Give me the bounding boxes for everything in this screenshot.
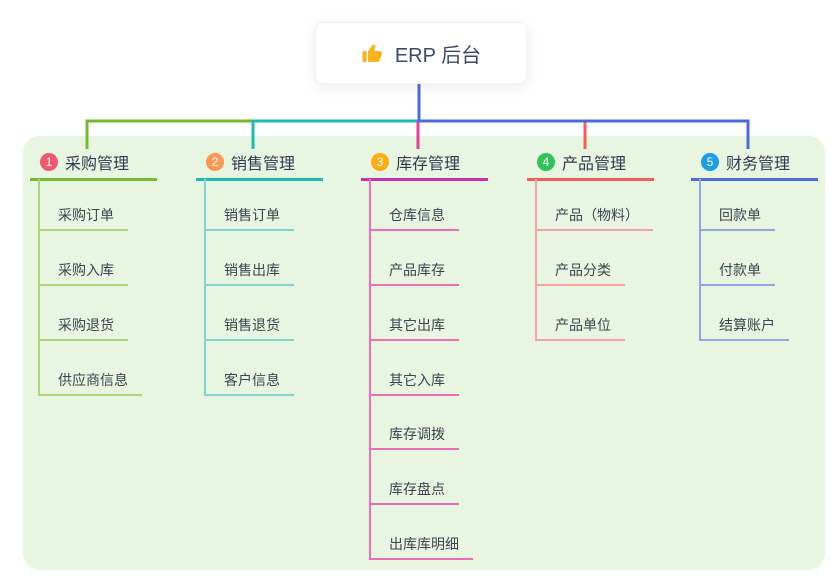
branch-badge-3: 3 [371,153,389,171]
branch-header-finance[interactable]: 5 财务管理 [691,149,818,181]
branch-trunk-line [38,179,40,394]
branch-label: 销售管理 [231,156,296,173]
root-title: ERP 后台 [394,44,482,67]
branch-label: 财务管理 [726,156,791,173]
child-node-product-category[interactable]: 产品分类 [535,259,625,286]
child-node-stock-count[interactable]: 库存盘点 [369,478,459,505]
child-node-sales-return[interactable]: 销售退货 [204,314,294,341]
child-node-payment-bill[interactable]: 付款单 [699,259,775,286]
branch-badge-4: 4 [537,153,555,171]
branch-label: 库存管理 [396,156,461,173]
child-node-settlement-account[interactable]: 结算账户 [699,314,789,341]
child-node-purchase-order[interactable]: 采购订单 [38,204,128,231]
child-node-purchase-inbound[interactable]: 采购入库 [38,259,128,286]
mindmap-panel [23,136,825,570]
root-node[interactable]: ERP 后台 [315,22,527,84]
branch-header-purchase[interactable]: 1 采购管理 [30,149,157,181]
child-node-product-stock[interactable]: 产品库存 [369,259,459,286]
branch-header-sales[interactable]: 2 销售管理 [196,149,323,181]
child-node-customer-info[interactable]: 客户信息 [204,369,294,396]
branch-trunk-line [699,179,701,339]
child-node-sales-outbound[interactable]: 销售出库 [204,259,294,286]
branch-trunk-line [535,179,537,339]
thumbs-up-icon [361,41,385,65]
branch-badge-2: 2 [206,153,224,171]
child-node-sales-order[interactable]: 销售订单 [204,204,294,231]
child-node-product-unit[interactable]: 产品单位 [535,314,625,341]
branch-trunk-line [369,179,371,558]
child-node-stock-transfer[interactable]: 库存调拨 [369,423,459,450]
branch-label: 产品管理 [562,156,627,173]
child-node-warehouse-info[interactable]: 仓库信息 [369,204,459,231]
branch-trunk-line [204,179,206,394]
child-node-other-outbound[interactable]: 其它出库 [369,314,459,341]
child-node-product-material[interactable]: 产品（物料） [535,204,653,231]
branch-header-inventory[interactable]: 3 库存管理 [361,149,488,181]
branch-badge-1: 1 [40,153,58,171]
branch-label: 采购管理 [65,156,130,173]
child-node-supplier-info[interactable]: 供应商信息 [38,369,142,396]
branch-header-product[interactable]: 4 产品管理 [527,149,654,181]
child-node-purchase-return[interactable]: 采购退货 [38,314,128,341]
child-node-outbound-detail[interactable]: 出库库明细 [369,533,473,560]
child-node-other-inbound[interactable]: 其它入库 [369,369,459,396]
child-node-receipt-bill[interactable]: 回款单 [699,204,775,231]
branch-badge-5: 5 [701,153,719,171]
